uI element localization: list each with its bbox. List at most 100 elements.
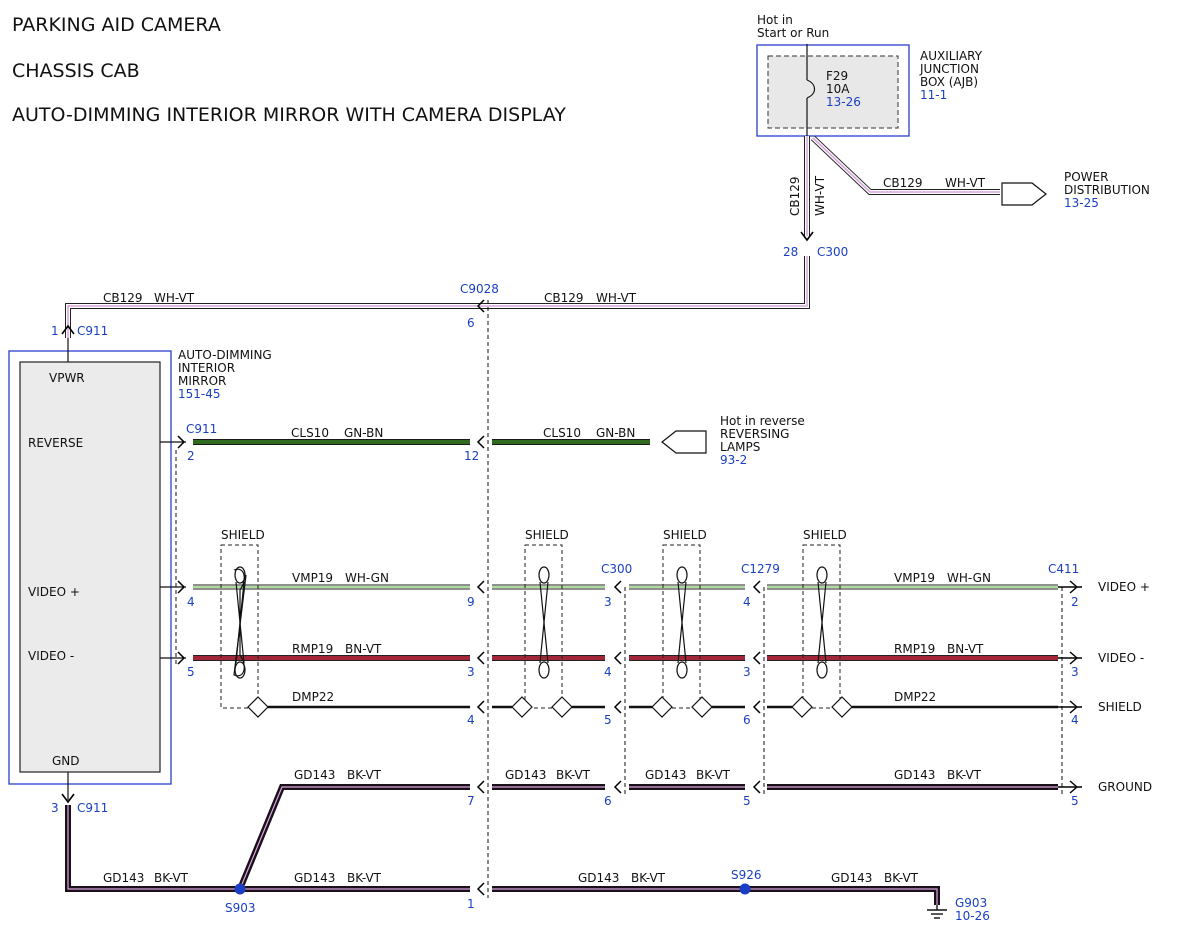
vmp19-color: WH-GN bbox=[345, 571, 389, 585]
ajb-hot-line-1: Hot in bbox=[757, 13, 793, 27]
gd143-bottom-mid-color: BK-VT bbox=[347, 871, 382, 885]
auto-dimming-mirror[interactable] bbox=[8, 350, 172, 785]
wire-cb129[interactable] bbox=[65, 135, 1000, 338]
c911-label-top[interactable]: C911 bbox=[77, 324, 108, 338]
pd-ref-link[interactable]: 13-25 bbox=[1064, 196, 1099, 210]
c1279-pin-6: 6 bbox=[743, 713, 751, 727]
mirror-pin-stubs bbox=[160, 441, 186, 659]
c911-pin3-arrow bbox=[61, 793, 75, 804]
mirror-ref-link[interactable]: 151-45 bbox=[178, 387, 221, 401]
c911-label-bottom[interactable]: C911 bbox=[77, 801, 108, 815]
splice-s926-dot[interactable] bbox=[739, 883, 751, 895]
fuse-ref-link[interactable]: 13-26 bbox=[826, 95, 861, 109]
gd143-mid2-circuit: GD143 bbox=[645, 768, 686, 782]
c911-pin1-arrow bbox=[61, 324, 75, 335]
dmp22-circuit: DMP22 bbox=[292, 690, 334, 704]
c911-pin-3: 3 bbox=[51, 801, 59, 815]
c300-label-top[interactable]: C300 bbox=[817, 245, 848, 259]
mirror-label-3: MIRROR bbox=[178, 374, 226, 388]
gd143-mid1-circuit: GD143 bbox=[505, 768, 546, 782]
c1279-pin-3: 3 bbox=[743, 665, 751, 679]
pin-vpwr-label: VPWR bbox=[49, 371, 85, 385]
ground-label[interactable]: G903 bbox=[955, 896, 987, 910]
gd143-bottom-left-circuit: GD143 bbox=[103, 871, 144, 885]
c300-pin-5: 5 bbox=[604, 713, 612, 727]
c9028-pin-1: 1 bbox=[467, 897, 475, 911]
fuse-rating: 10A bbox=[826, 82, 850, 96]
reversing-lamps-flag[interactable] bbox=[661, 430, 707, 454]
vmp19-right-circuit: VMP19 bbox=[894, 571, 935, 585]
rl-label-1: REVERSING bbox=[720, 427, 789, 441]
c1279-label[interactable]: C1279 bbox=[741, 562, 780, 576]
output-video-pos: VIDEO + bbox=[1098, 580, 1150, 594]
c1279-pin-4: 4 bbox=[743, 595, 751, 609]
shield-4 bbox=[791, 544, 853, 718]
rl-ref-link[interactable]: 93-2 bbox=[720, 453, 747, 467]
fuse-icon bbox=[806, 79, 816, 99]
splice-s903-dot[interactable] bbox=[234, 883, 246, 895]
ajb-label-2: JUNCTION bbox=[919, 62, 979, 76]
c300-pin-28: 28 bbox=[783, 245, 798, 259]
c9028-pin-12: 12 bbox=[464, 449, 479, 463]
gd143-mid2-color: BK-VT bbox=[696, 768, 731, 782]
c9028-pin-7: 7 bbox=[467, 794, 475, 808]
cb129-right-color: WH-VT bbox=[596, 291, 637, 305]
c9028-label[interactable]: C9028 bbox=[460, 282, 499, 296]
cb129-pd-circuit: CB129 bbox=[883, 176, 923, 190]
vmp19-circuit: VMP19 bbox=[292, 571, 333, 585]
ground-ref-link[interactable]: 10-26 bbox=[955, 909, 990, 923]
auxiliary-junction-box[interactable] bbox=[756, 44, 910, 137]
gd143-mid1-color: BK-VT bbox=[556, 768, 591, 782]
c911-chevrons bbox=[177, 435, 186, 665]
ajb-ref-link[interactable]: 11-1 bbox=[920, 88, 947, 102]
cb129-right-circuit: CB129 bbox=[544, 291, 584, 305]
gd143-bottom-mid-circuit: GD143 bbox=[294, 871, 335, 885]
c300-label-mid[interactable]: C300 bbox=[601, 562, 632, 576]
output-video-neg: VIDEO - bbox=[1098, 651, 1144, 665]
c300-pin-3: 3 bbox=[604, 595, 612, 609]
c911-pin-4: 4 bbox=[187, 595, 195, 609]
gd143-bottom-right-circuit: GD143 bbox=[578, 871, 619, 885]
ajb-hot-line-2: Start or Run bbox=[757, 26, 829, 40]
shield-3-label: SHIELD bbox=[663, 528, 707, 542]
pd-label-1: POWER bbox=[1064, 170, 1108, 184]
c911-pin-2: 2 bbox=[187, 449, 195, 463]
cls10-right-circuit: CLS10 bbox=[543, 426, 581, 440]
cls10-right-color: GN-BN bbox=[596, 426, 635, 440]
output-shield: SHIELD bbox=[1098, 700, 1142, 714]
pin-reverse-label: REVERSE bbox=[28, 436, 83, 450]
shield-2 bbox=[511, 544, 573, 718]
cb129-left-circuit: CB129 bbox=[103, 291, 143, 305]
c9028-chevrons bbox=[476, 299, 485, 896]
wire-gd143[interactable] bbox=[65, 784, 1058, 905]
connector-dashed-lines bbox=[624, 587, 1063, 795]
rmp19-right-circuit: RMP19 bbox=[894, 642, 935, 656]
rmp19-circuit: RMP19 bbox=[292, 642, 333, 656]
mirror-label-1: AUTO-DIMMING bbox=[178, 348, 272, 362]
c411-label[interactable]: C411 bbox=[1048, 562, 1079, 576]
rl-hot: Hot in reverse bbox=[720, 414, 805, 428]
c411-pin-2: 2 bbox=[1071, 595, 1079, 609]
gd143-bottom-left-color: BK-VT bbox=[154, 871, 189, 885]
c411-pin-4: 4 bbox=[1071, 713, 1079, 727]
c411-pin-3: 3 bbox=[1071, 665, 1079, 679]
output-ground: GROUND bbox=[1098, 780, 1152, 794]
gd143-bottom-far-circuit: GD143 bbox=[831, 871, 872, 885]
mirror-label-2: INTERIOR bbox=[178, 361, 235, 375]
vmp19-right-color: WH-GN bbox=[947, 571, 991, 585]
gd143-upper-color: BK-VT bbox=[347, 768, 382, 782]
cb129-vertical-circuit: CB129 bbox=[788, 176, 802, 216]
gd143-upper-circuit: GD143 bbox=[294, 768, 335, 782]
c911-pin-1: 1 bbox=[51, 324, 59, 338]
gd143-right-color: BK-VT bbox=[947, 768, 982, 782]
power-distribution-flag[interactable] bbox=[1001, 182, 1047, 206]
c911-label-mid[interactable]: C911 bbox=[186, 422, 217, 436]
splice-s926-label[interactable]: S926 bbox=[731, 868, 762, 882]
splice-s903-label[interactable]: S903 bbox=[225, 901, 256, 915]
ajb-label-1: AUXILIARY bbox=[920, 49, 983, 63]
ground-icon bbox=[927, 905, 947, 919]
cls10-left-circuit: CLS10 bbox=[291, 426, 329, 440]
pin-video-neg-label: VIDEO - bbox=[28, 649, 74, 663]
title-line-3: AUTO-DIMMING INTERIOR MIRROR WITH CAMERA… bbox=[12, 104, 566, 126]
